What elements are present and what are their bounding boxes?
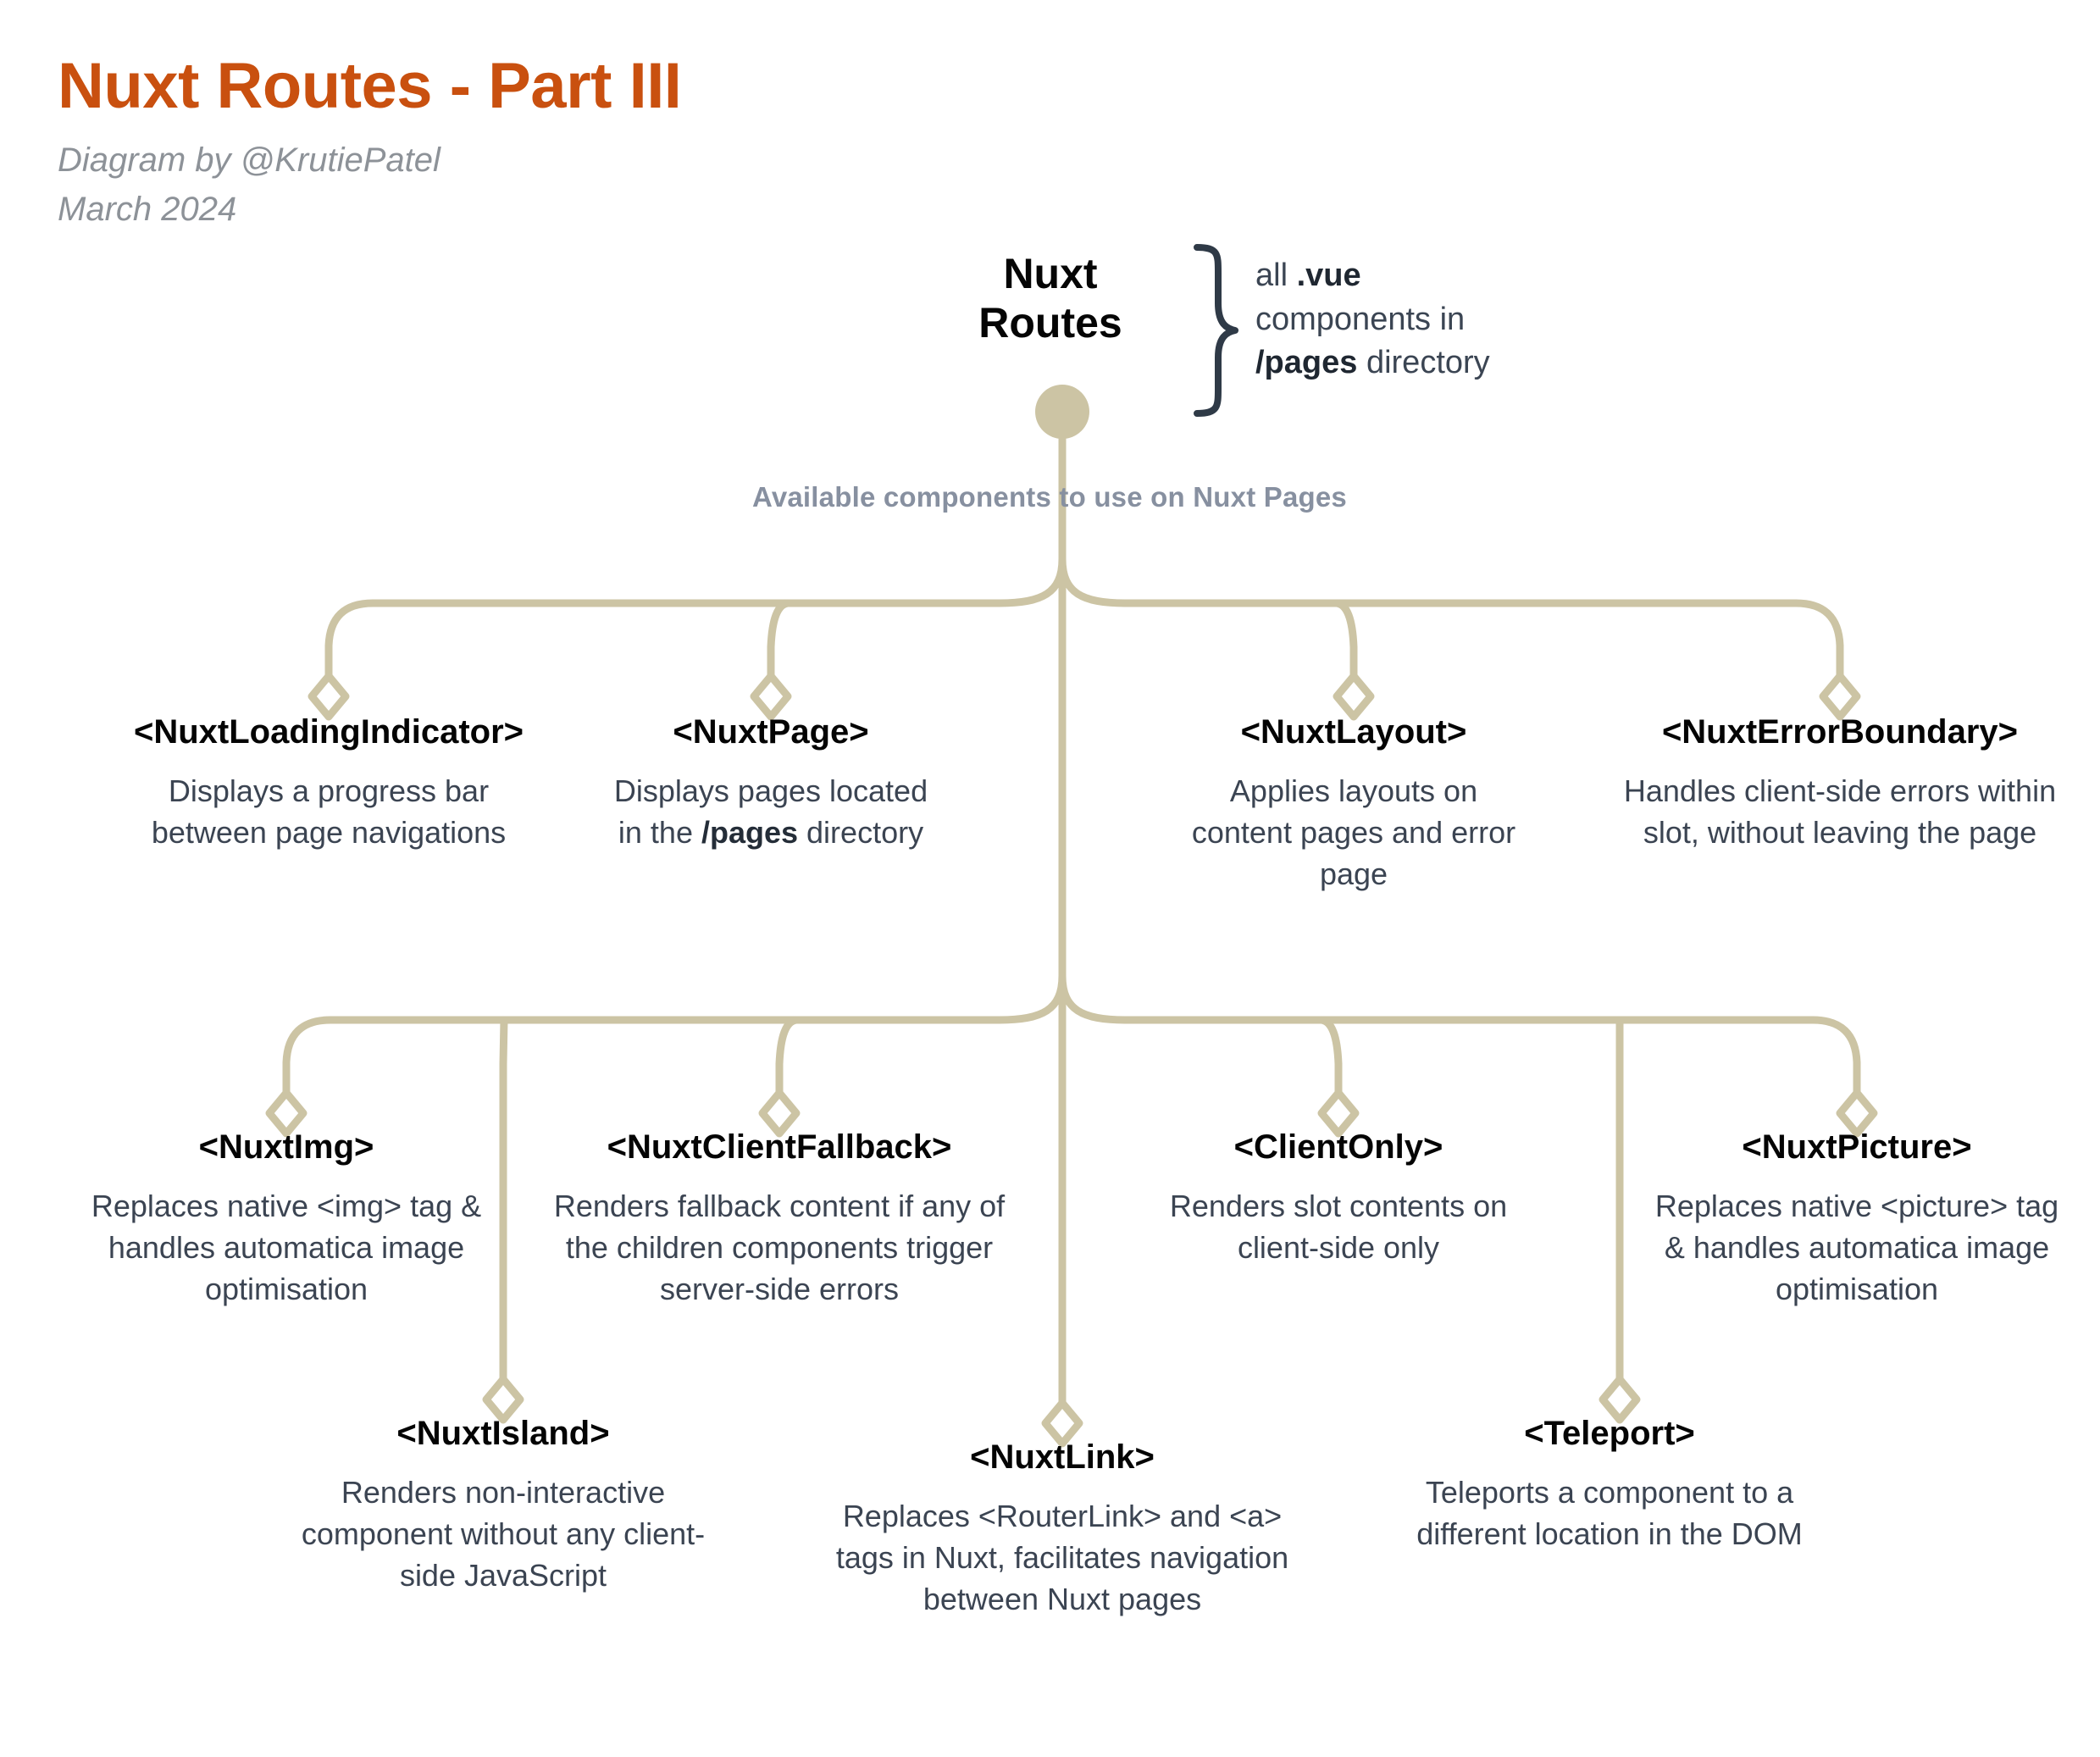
node-title: <NuxtLoadingIndicator> [133, 713, 524, 751]
node-nuxtclientfallback[interactable]: <NuxtClientFallback> Renders fallback co… [530, 1127, 1028, 1311]
node-nuxtimg[interactable]: <NuxtImg> Replaces native <img> tag & ha… [47, 1127, 525, 1311]
node-description: Handles client-side errors within slot, … [1623, 773, 2057, 850]
root-note-bold-pages: /pages [1255, 345, 1358, 381]
root-node: Nuxt Routes [911, 250, 1190, 347]
node-title: <Teleport> [1524, 1415, 1695, 1452]
wire-row2-bus-left [282, 972, 1067, 1099]
root-note-text-1: all [1255, 258, 1297, 293]
subtitle-label: Available components to use on Nuxt Page… [752, 481, 1347, 513]
desc-bold-pages: /pages [701, 814, 799, 850]
byline-date: March 2024 [58, 190, 237, 228]
node-nuxtpage[interactable]: <NuxtPage> Displays pages located in the… [585, 712, 957, 854]
root-note-text-3: directory [1357, 345, 1490, 381]
wire-row1-bus-right [1058, 555, 1844, 682]
node-nuxtloadingindicator[interactable]: <NuxtLoadingIndicator> Displays a progre… [91, 712, 566, 854]
node-description: Renders slot contents on client-side onl… [1169, 1189, 1508, 1265]
node-title: <NuxtPage> [673, 713, 869, 751]
node-nuxtlink[interactable]: <NuxtLink> Replaces <RouterLink> and <a>… [813, 1437, 1311, 1621]
node-title: <NuxtClientFallback> [607, 1128, 952, 1166]
diamond-nuxtpage [750, 672, 792, 721]
node-clientonly[interactable]: <ClientOnly> Renders slot contents on cl… [1127, 1127, 1550, 1269]
root-node-annotation: all .vue components in /pages directory [1255, 254, 1620, 385]
node-nuxterrorboundary[interactable]: <NuxtErrorBoundary> Handles client-side … [1601, 712, 2079, 854]
wire-row1-bus-left [324, 555, 1067, 682]
node-description: Displays pages located in the /pages dir… [585, 771, 957, 854]
curly-brace [1194, 244, 1238, 417]
node-description: Replaces native <img> tag & handles auto… [91, 1189, 482, 1306]
desc-pre: Displays pages located in the [613, 773, 928, 850]
node-description: Applies layouts on content pages and err… [1191, 773, 1516, 891]
root-node-label: Nuxt Routes [978, 250, 1122, 346]
byline-author: Diagram by @KrutiePatel [58, 141, 441, 179]
header: Nuxt Routes - Part III Diagram by @Kruti… [58, 53, 989, 234]
wire-row2-branch-fallback [775, 1016, 801, 1099]
node-title: <NuxtLink> [970, 1438, 1155, 1476]
node-nuxtpicture[interactable]: <NuxtPicture> Replaces native <picture> … [1635, 1127, 2079, 1311]
node-description: Replaces native <picture> tag & handles … [1654, 1189, 2059, 1306]
wire-row1-branch-nuxtlayout [1333, 599, 1358, 682]
node-title: <NuxtLayout> [1240, 713, 1467, 751]
node-description: Renders non-interactive component withou… [301, 1475, 706, 1593]
node-description: Replaces <RouterLink> and <a> tags in Nu… [835, 1499, 1289, 1616]
root-note-bold-vue: .vue [1296, 258, 1361, 293]
node-title: <NuxtErrorBoundary> [1661, 713, 2019, 751]
node-description: Renders fallback content if any of the c… [553, 1189, 1006, 1306]
node-nuxtlayout[interactable]: <NuxtLayout> Applies layouts on content … [1142, 712, 1565, 895]
wire-row2-bus-right [1058, 972, 1861, 1099]
node-teleport[interactable]: <Teleport> Teleports a component to a di… [1389, 1413, 1830, 1555]
node-title: <ClientOnly> [1233, 1128, 1443, 1166]
node-nuxtisland[interactable]: <NuxtIsland> Renders non-interactive com… [280, 1413, 727, 1597]
root-note-text-2: components in [1255, 301, 1466, 337]
node-description: Displays a progress bar between page nav… [151, 773, 507, 850]
page-title: Nuxt Routes - Part III [58, 50, 682, 122]
wire-row1-branch-nuxtpage [767, 599, 792, 682]
node-title: <NuxtIsland> [396, 1415, 610, 1452]
diamond-nuxtloadingindicator [308, 672, 350, 721]
node-description: Teleports a component to a different loc… [1416, 1475, 1803, 1551]
node-title: <NuxtPicture> [1742, 1128, 1972, 1166]
desc-post: directory [798, 814, 924, 850]
diamond-nuxterrorboundary [1819, 672, 1861, 721]
diamond-nuxtlayout [1333, 672, 1375, 721]
root-node-dot [1035, 385, 1089, 439]
node-title: <NuxtImg> [198, 1128, 374, 1166]
wire-row2-branch-clientonly [1317, 1016, 1343, 1099]
